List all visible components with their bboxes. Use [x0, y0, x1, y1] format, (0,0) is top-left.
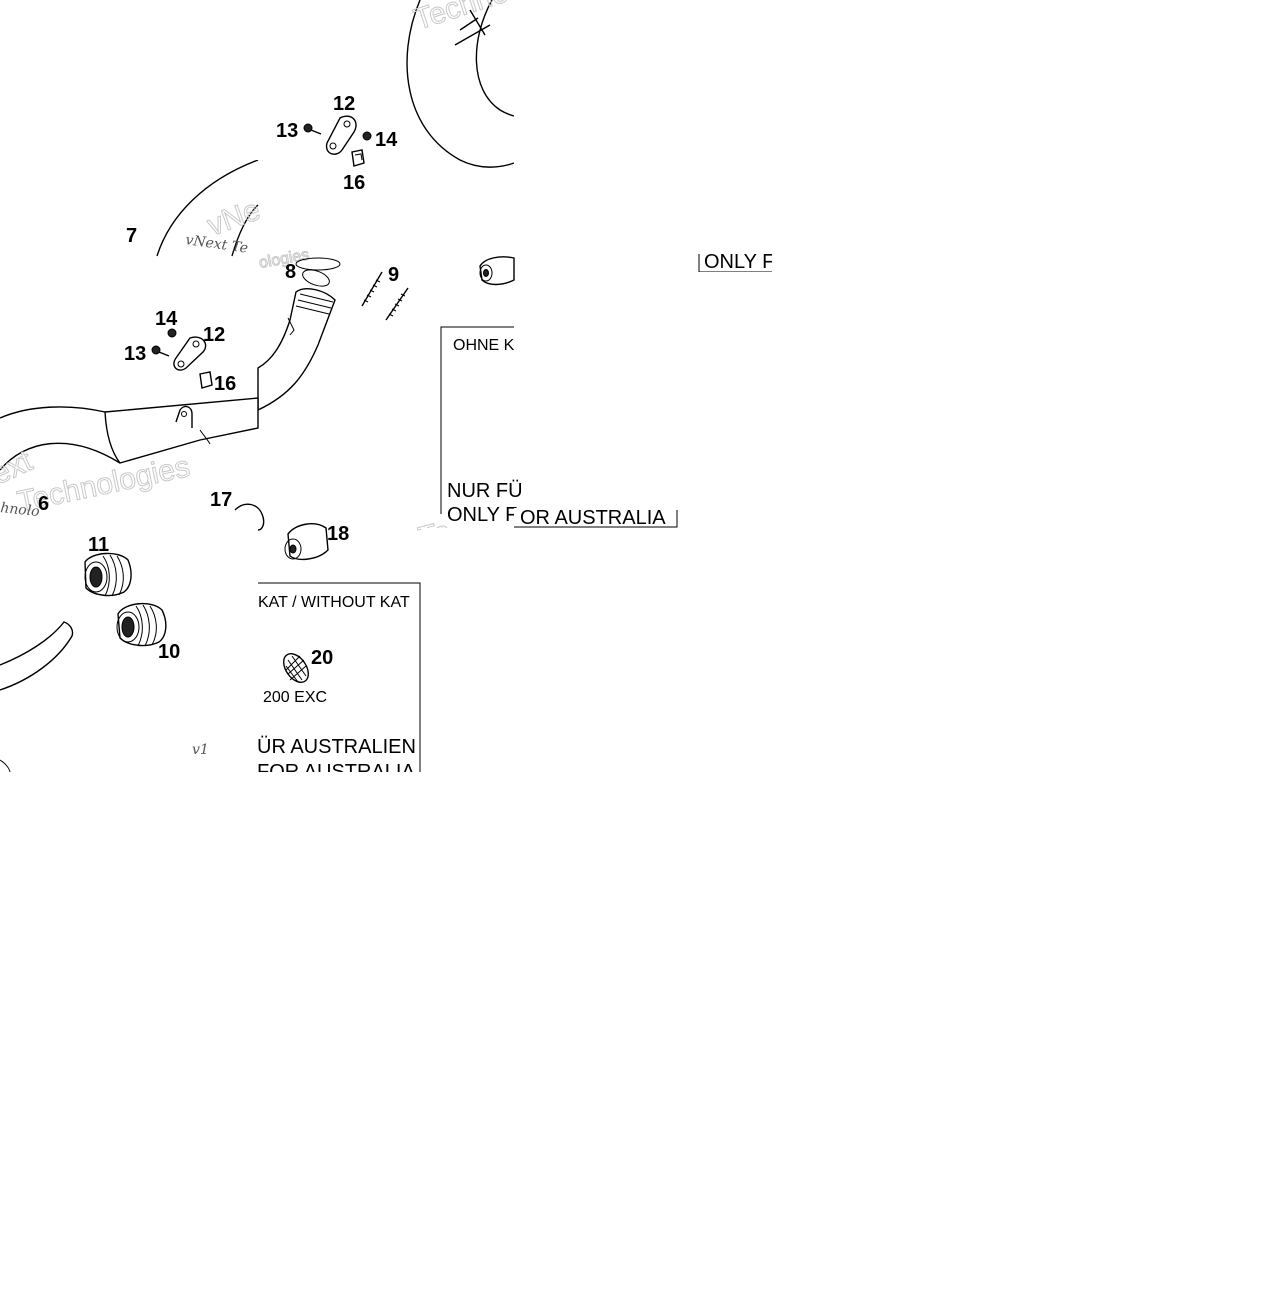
- nut-14-top: [362, 131, 372, 141]
- bracket-12-mid: [173, 336, 207, 371]
- callout-17: 17: [210, 489, 232, 511]
- blank-area-top-left: [0, 0, 258, 160]
- silencer-6-outline-top: [0, 406, 106, 419]
- tailpipe-end: [0, 621, 74, 691]
- silencer-7-outline: [156, 159, 259, 257]
- header-pipe-ribs: [295, 293, 334, 315]
- callout-18: 18: [327, 523, 349, 545]
- callout-16-top: 16: [343, 172, 365, 194]
- silencer-6-body: [0, 442, 121, 471]
- clip-16-mid: [199, 371, 213, 389]
- callout-6: 6: [38, 493, 49, 515]
- clamp-detail: [454, 9, 491, 46]
- watermark-v1: v1: [192, 742, 209, 758]
- tile-top-right: Technol: [406, 0, 519, 168]
- bracket-12-top: [325, 115, 357, 155]
- sleeve-11: [84, 552, 132, 597]
- callout-20: 20: [311, 647, 333, 669]
- spring-9b: [385, 287, 409, 321]
- bolt-13-mid: [151, 345, 170, 357]
- callout-13-mid: 13: [124, 343, 146, 365]
- bolt-13-top: [303, 123, 322, 135]
- sleeve-10: [116, 603, 167, 647]
- callout-7: 7: [126, 225, 137, 247]
- watermark-vne: vNe: [203, 193, 264, 242]
- watermark-top: Technol: [410, 0, 519, 37]
- header-pipe-group: ologies 8 9: [257, 246, 515, 412]
- damper-top-right: [479, 256, 515, 286]
- silencer-6-cone: [104, 397, 259, 464]
- silencer-inner-outline: [475, 0, 515, 117]
- without-kat-box: KAT / WITHOUT KAT 20 200 EXC ÜR AUSTRALI…: [257, 582, 421, 783]
- silencer-6-flange: [199, 429, 211, 445]
- watermark-hnolo: hnolo: [0, 500, 40, 520]
- nut-14-mid: [167, 328, 177, 338]
- callout-11: 11: [88, 534, 109, 556]
- ohne-kat-box: OHNE K NUR FÜ ONLY F: [440, 326, 523, 526]
- only-for-fragment-text: ONLY F: [447, 504, 517, 526]
- callout-12-top: 12: [333, 93, 355, 115]
- blank-area-center-right: [514, 528, 772, 772]
- upper-bracket-group: 12 13 14 16: [276, 93, 398, 194]
- ohne-kat-text: OHNE K: [453, 337, 515, 354]
- callout-16-mid: 16: [214, 373, 236, 395]
- callout-10: 10: [158, 641, 180, 663]
- blank-area-top-mid: [258, 0, 398, 90]
- damper-18: [284, 523, 329, 561]
- spring-9a: [361, 271, 383, 307]
- without-kat-text: KAT / WITHOUT KAT: [258, 594, 410, 611]
- callout-14-top: 14: [375, 129, 398, 151]
- screen-20: [282, 652, 310, 684]
- tile-upper-left: 7 vNext Te vNe: [126, 159, 265, 257]
- clamp-17: [234, 503, 265, 531]
- callout-9: 9: [388, 264, 399, 286]
- blank-area-bottom: [0, 772, 1285, 1285]
- silencer-7-inner: [231, 204, 259, 257]
- header-pipe: [257, 288, 336, 412]
- nur-fur-text: NUR FÜ: [447, 480, 523, 502]
- only-for-fragment-box: ONLY F: [698, 251, 774, 273]
- callout-8: 8: [285, 261, 296, 283]
- callout-13-top: 13: [276, 120, 298, 142]
- gasket-ring-8a: [295, 257, 341, 271]
- blank-area-right: [772, 254, 1285, 772]
- for-australia-fragment-box: OR AUSTRALIA: [514, 507, 678, 529]
- only-f-small-text: ONLY F: [704, 251, 774, 273]
- silencer-6-tab: [175, 405, 193, 428]
- or-australia-text: OR AUSTRALIA: [520, 507, 666, 529]
- header-pipe-tab: [287, 317, 295, 336]
- gasket-ring-8b: [302, 269, 330, 287]
- callout-12-mid: 12: [203, 324, 225, 346]
- clip-16-top: [351, 149, 365, 167]
- fur-australien-text: ÜR AUSTRALIEN: [257, 736, 416, 758]
- blank-area-top-right: [514, 0, 1285, 254]
- model-200-exc-text: 200 EXC: [263, 689, 327, 706]
- silencer-outline: [406, 0, 515, 168]
- callout-14-mid: 14: [155, 308, 178, 330]
- blank-area-center: [421, 528, 514, 772]
